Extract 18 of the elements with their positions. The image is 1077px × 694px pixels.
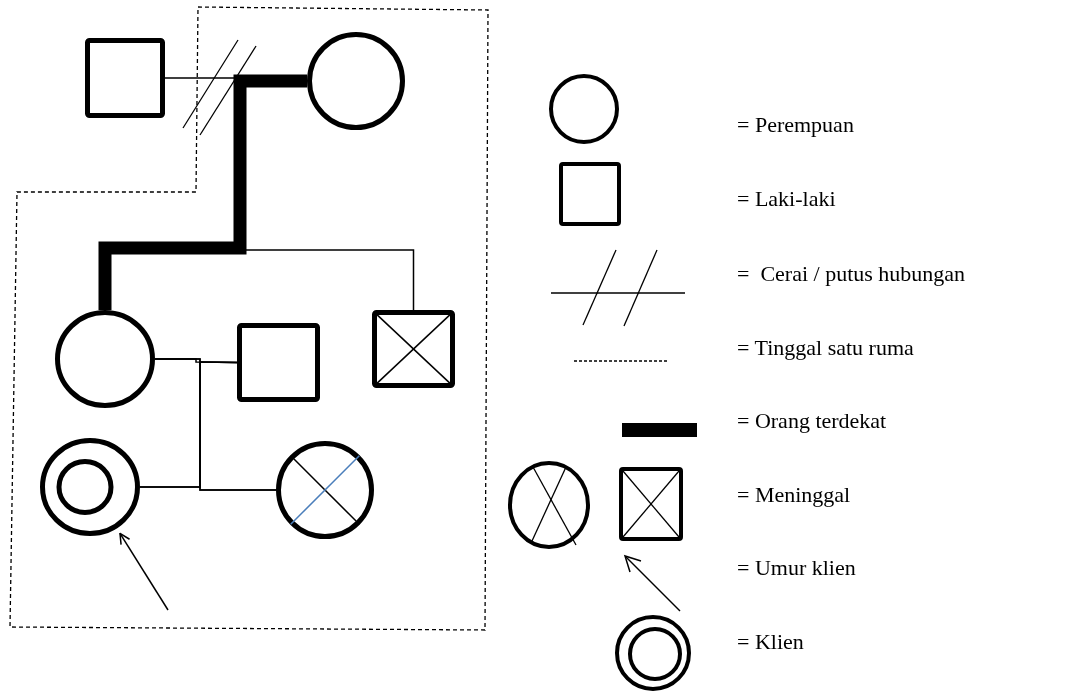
client-double-circle-symbol — [40, 438, 140, 536]
relationship-line — [199, 361, 277, 491]
arrow — [119, 532, 169, 611]
female-circle-symbol — [307, 32, 405, 130]
legend-text: = Umur klien — [737, 555, 856, 581]
legend-text: = Orang terdekat — [737, 408, 887, 434]
deceased-square-symbol — [372, 310, 455, 388]
deceased-circle-symbol — [276, 441, 374, 539]
legend-text: = Cerai / putus hubungan — [737, 261, 966, 287]
legend-text: = Tinggal satu ruma — [737, 335, 914, 361]
male-square-symbol — [85, 38, 165, 118]
legend-text: = Klien — [737, 629, 804, 655]
female-circle-symbol — [55, 310, 155, 408]
legend-text: = Laki-laki — [737, 186, 836, 212]
closeness-line — [98, 74, 307, 310]
legend-text: = Perempuan — [737, 112, 854, 138]
legend-text: = Meninggal — [737, 482, 851, 508]
male-square-symbol — [237, 323, 320, 402]
